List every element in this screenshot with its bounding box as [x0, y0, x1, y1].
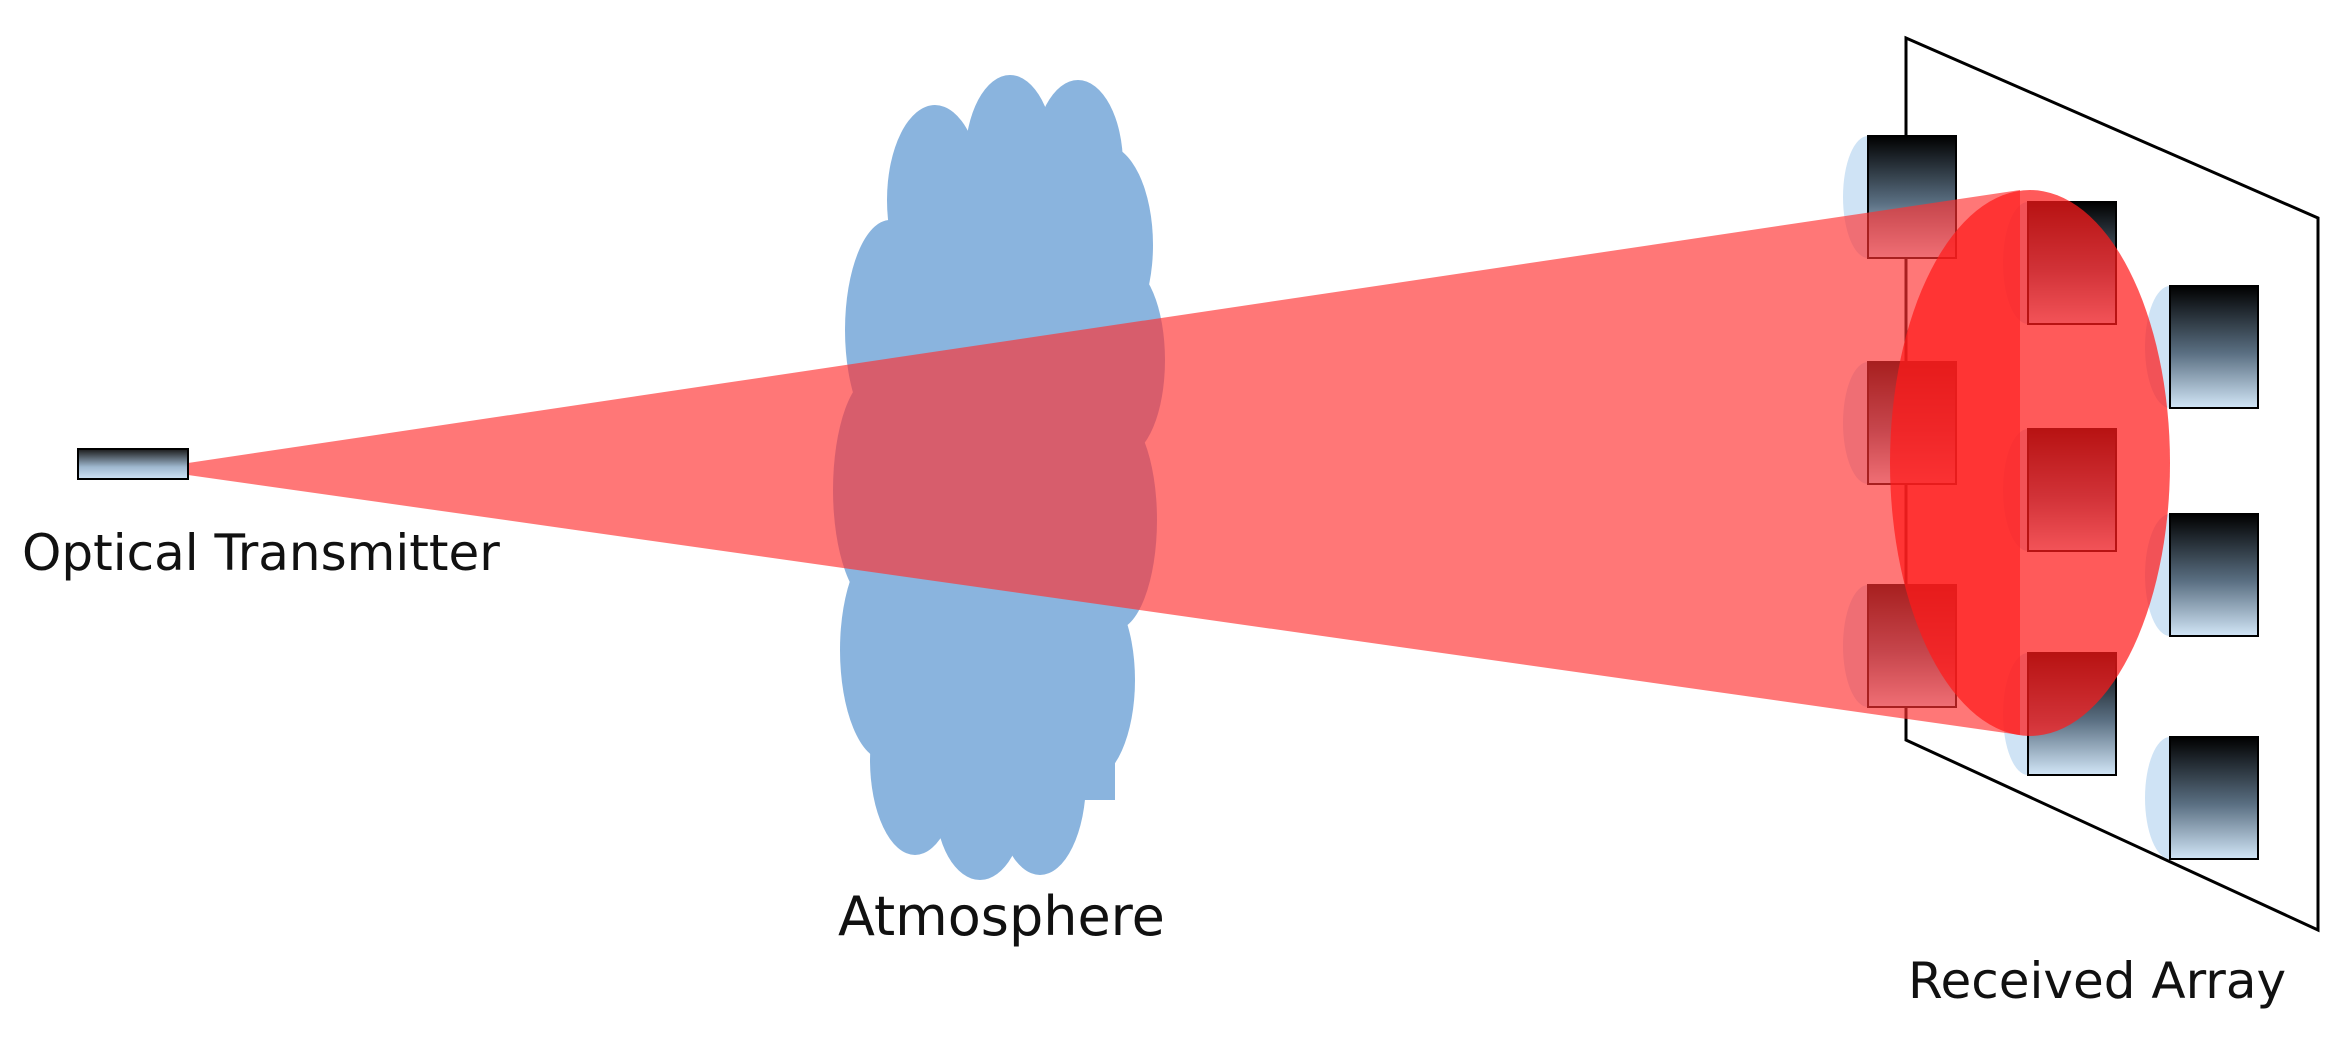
atmosphere-label: Atmosphere: [838, 885, 1165, 948]
transmitter-label: Optical Transmitter: [22, 524, 500, 582]
beam-spot: [1890, 190, 2170, 736]
photodetector-icon: [2145, 736, 2259, 860]
optical-beam: [188, 190, 2020, 735]
laser-emitter-icon: [77, 448, 189, 480]
received-array-label: Received Array: [1908, 952, 2287, 1010]
